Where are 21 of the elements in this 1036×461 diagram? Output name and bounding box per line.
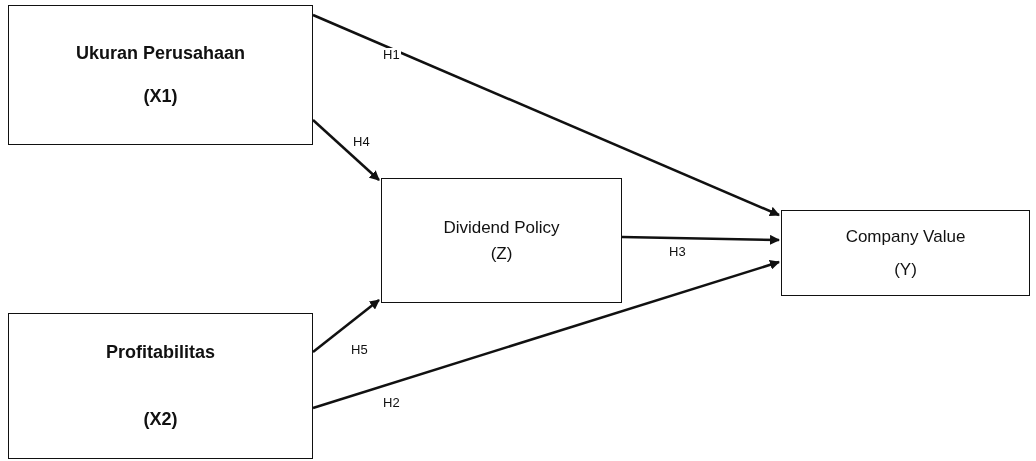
edge-label: H2 xyxy=(382,396,401,409)
variable-label: Dividend Policy (Z) xyxy=(442,217,561,265)
variable-label: Profitabilitas xyxy=(106,341,215,364)
variable-label: Ukuran Perusahaan xyxy=(75,42,246,65)
arrow xyxy=(312,299,380,353)
variable-box xyxy=(8,313,313,459)
edge-label: H5 xyxy=(350,343,369,356)
variable-label: Company Value xyxy=(845,225,966,248)
edge-label: H3 xyxy=(668,245,687,258)
arrow xyxy=(312,119,380,181)
variable-label: (X1) xyxy=(143,85,178,108)
edge-label: H1 xyxy=(382,48,401,61)
variable-box xyxy=(781,210,1030,296)
variable-label: (Y) xyxy=(894,259,917,281)
variable-box xyxy=(8,5,313,145)
arrow xyxy=(312,13,780,217)
edge-label: H4 xyxy=(352,135,371,148)
arrow xyxy=(312,259,780,410)
arrow xyxy=(621,234,780,245)
variable-box xyxy=(381,178,622,303)
variable-label: (X2) xyxy=(143,408,178,431)
